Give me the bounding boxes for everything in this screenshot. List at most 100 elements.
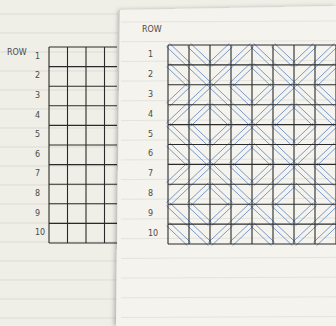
row-number: 6	[148, 150, 153, 158]
row-number: 7	[148, 170, 153, 178]
diagonal-line	[317, 226, 336, 246]
ruled-line	[0, 14, 118, 15]
grid-line	[293, 45, 294, 244]
diagonal-line	[254, 123, 275, 143]
ruled-line	[121, 159, 336, 160]
diagonal-line	[233, 103, 254, 123]
diagonal-line	[229, 123, 250, 143]
ruled-line	[0, 299, 118, 300]
diagonal-line	[170, 43, 191, 63]
diagonal-line	[250, 103, 271, 123]
diagonal-line	[191, 186, 212, 206]
row-number: 4	[35, 112, 40, 120]
diagonal-line	[191, 123, 212, 143]
diagonal-line	[166, 163, 187, 183]
ruled-line	[0, 147, 118, 148]
diagonal-line	[296, 163, 317, 183]
diagonal-line	[212, 183, 233, 203]
diagonal-line	[208, 203, 229, 223]
diagonal-line	[317, 67, 336, 87]
diagonal-line	[229, 143, 250, 163]
diagonal-line	[271, 103, 292, 123]
diagonal-line	[317, 183, 336, 203]
grid-line	[67, 47, 68, 243]
diagonal-line	[275, 186, 296, 206]
grid-line	[49, 242, 117, 243]
row-number: 10	[35, 229, 45, 237]
row-number: 1	[148, 51, 153, 59]
diagonal-line	[254, 143, 275, 163]
diagonal-line	[296, 226, 317, 246]
diagonal-line	[187, 183, 208, 203]
diagonal-line	[296, 67, 317, 87]
diagonal-line	[170, 186, 191, 206]
grid-line	[49, 46, 117, 47]
grid-line	[188, 45, 189, 244]
diagonal-line	[233, 67, 254, 87]
diagonal-line	[271, 226, 292, 246]
row-number: 2	[148, 71, 153, 79]
grid-line	[167, 45, 168, 244]
diagonal-line	[271, 146, 292, 166]
diagonal-line	[254, 106, 275, 126]
ruled-line	[0, 318, 118, 319]
diagonal-line	[187, 83, 208, 103]
grid-line	[49, 184, 117, 185]
diagonal-line	[250, 163, 271, 183]
diagonal-line	[191, 43, 212, 63]
diagonal-line	[313, 186, 334, 206]
diagonal-line	[250, 67, 271, 87]
diagonal-line	[233, 226, 254, 246]
diagonal-line	[296, 183, 317, 203]
ruled-line	[0, 90, 118, 91]
diagonal-line	[191, 143, 212, 163]
grid-line	[335, 45, 336, 244]
row-number: 10	[148, 230, 158, 238]
ruled-line	[0, 185, 118, 186]
row-number: 9	[35, 210, 40, 218]
diagonal-line	[271, 83, 292, 103]
diagonal-line	[166, 103, 187, 123]
ruled-line	[0, 109, 118, 110]
ruled-line	[121, 139, 336, 140]
diagonal-line	[254, 43, 275, 63]
diagonal-line	[212, 146, 233, 166]
diagonal-line	[317, 163, 336, 183]
ruled-line	[0, 242, 118, 243]
diagonal-line	[212, 83, 233, 103]
diagonal-line	[208, 223, 229, 243]
ruled-lines	[0, 14, 118, 318]
diagonal-line	[317, 126, 336, 146]
grid-line	[230, 45, 231, 244]
ruled-line	[121, 297, 336, 298]
diagonal-line	[254, 186, 275, 206]
ruled-line	[121, 317, 336, 318]
diagonal-line	[254, 63, 275, 83]
grid-line	[314, 45, 315, 244]
diagonal-line	[170, 106, 191, 126]
diagonal-line	[191, 106, 212, 126]
ruled-line	[121, 41, 336, 42]
grid-line	[104, 47, 105, 243]
diagonal-line	[275, 43, 296, 63]
ruled-line	[121, 21, 336, 22]
diagonal-line	[250, 146, 271, 166]
row-number: 9	[148, 210, 153, 218]
column-heading: ROW	[7, 49, 27, 57]
diagonal-line	[208, 143, 229, 163]
diagonal-line	[166, 226, 187, 246]
diagonal-line	[191, 63, 212, 83]
diagonal-line	[208, 43, 229, 63]
diagonal-line	[233, 163, 254, 183]
grid-line	[49, 66, 117, 67]
diagonal-line	[229, 43, 250, 63]
empty-grid	[49, 47, 117, 243]
diagonal-line	[187, 103, 208, 123]
diagonal-line	[292, 123, 313, 143]
column-heading: ROW	[142, 26, 162, 34]
diagonal-line	[212, 226, 233, 246]
ruled-line	[0, 33, 118, 34]
diagonal-line	[271, 163, 292, 183]
